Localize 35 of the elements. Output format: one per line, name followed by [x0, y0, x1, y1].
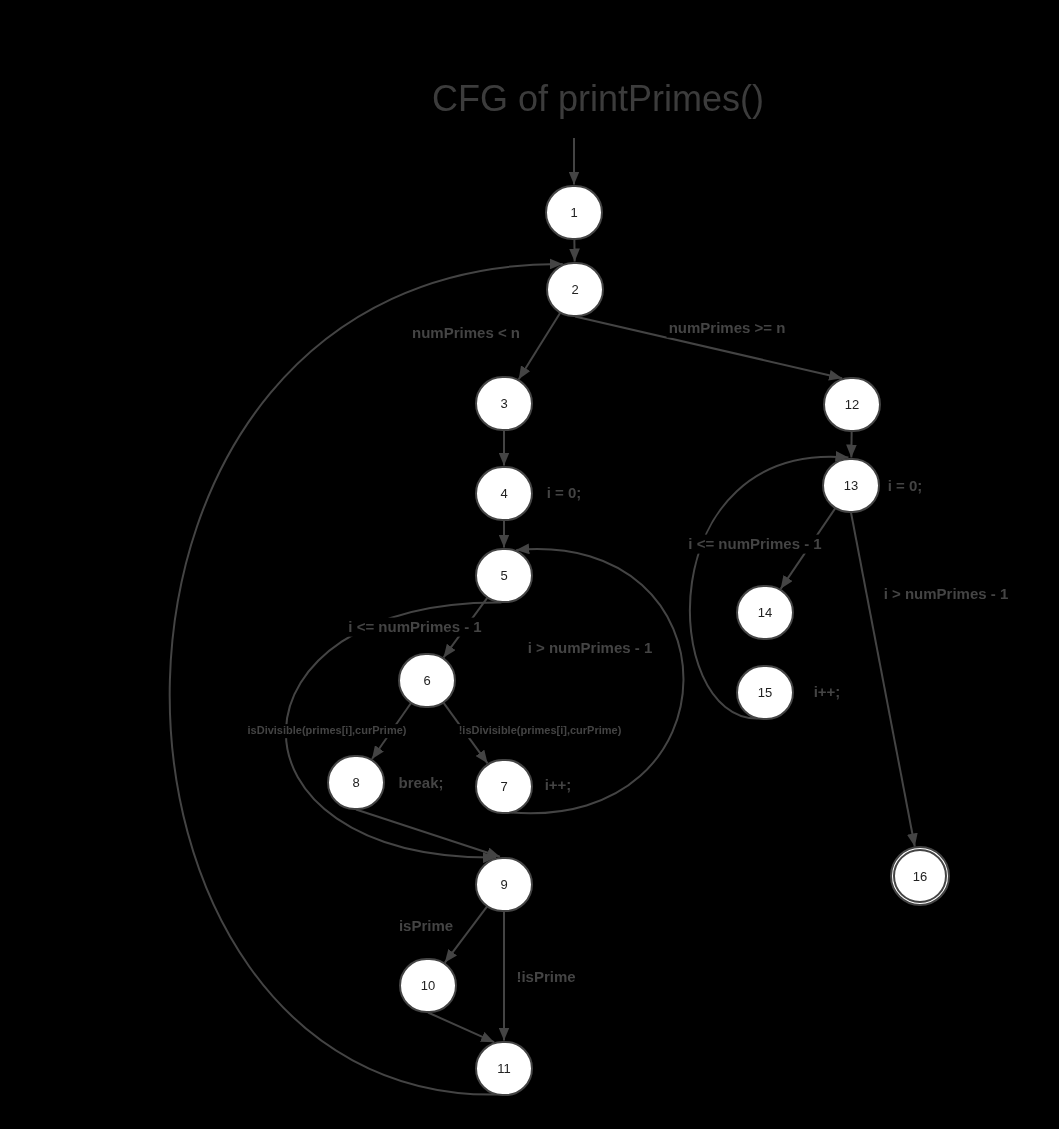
- node-number: 6: [423, 673, 431, 687]
- arrow: [569, 238, 580, 263]
- edge-label: !isDivisible(primes[i],curPrime): [456, 724, 624, 738]
- node-number: 5: [500, 568, 508, 582]
- edge-label: i <= numPrimes - 1: [686, 534, 824, 554]
- node-number: 2: [571, 282, 579, 296]
- diagram-title: CFG of printPrimes(): [432, 77, 764, 121]
- node-number: 11: [497, 1061, 511, 1075]
- edge-label: isDivisible(primes[i],curPrime): [245, 724, 409, 738]
- node-number: 12: [844, 397, 860, 411]
- statement-label: i = 0;: [887, 476, 923, 496]
- arrow: [498, 519, 510, 549]
- node-number: 1: [570, 205, 578, 219]
- entry-arrow: [568, 137, 580, 186]
- arrow: [443, 905, 489, 964]
- node-number: 14: [757, 605, 773, 619]
- node-number: 16: [912, 869, 928, 883]
- node-number: 13: [843, 478, 859, 492]
- node-number: 10: [420, 978, 436, 992]
- node-number: 4: [500, 486, 508, 500]
- edge-label: i <= numPrimes - 1: [346, 617, 484, 637]
- statement-label: i++;: [813, 682, 841, 702]
- statement-label: i++;: [544, 775, 572, 795]
- node-number: 7: [500, 779, 508, 793]
- node-number: 8: [352, 775, 360, 789]
- node-number: 3: [500, 396, 508, 410]
- node-number: 15: [757, 685, 773, 699]
- arrow: [498, 429, 510, 467]
- arrow: [850, 511, 918, 848]
- statement-label: i = 0;: [546, 483, 582, 503]
- arrow: [355, 808, 501, 858]
- arrow: [846, 430, 857, 459]
- node-number: 9: [500, 877, 508, 891]
- statement-label: break;: [398, 773, 444, 793]
- arrow: [498, 910, 510, 1042]
